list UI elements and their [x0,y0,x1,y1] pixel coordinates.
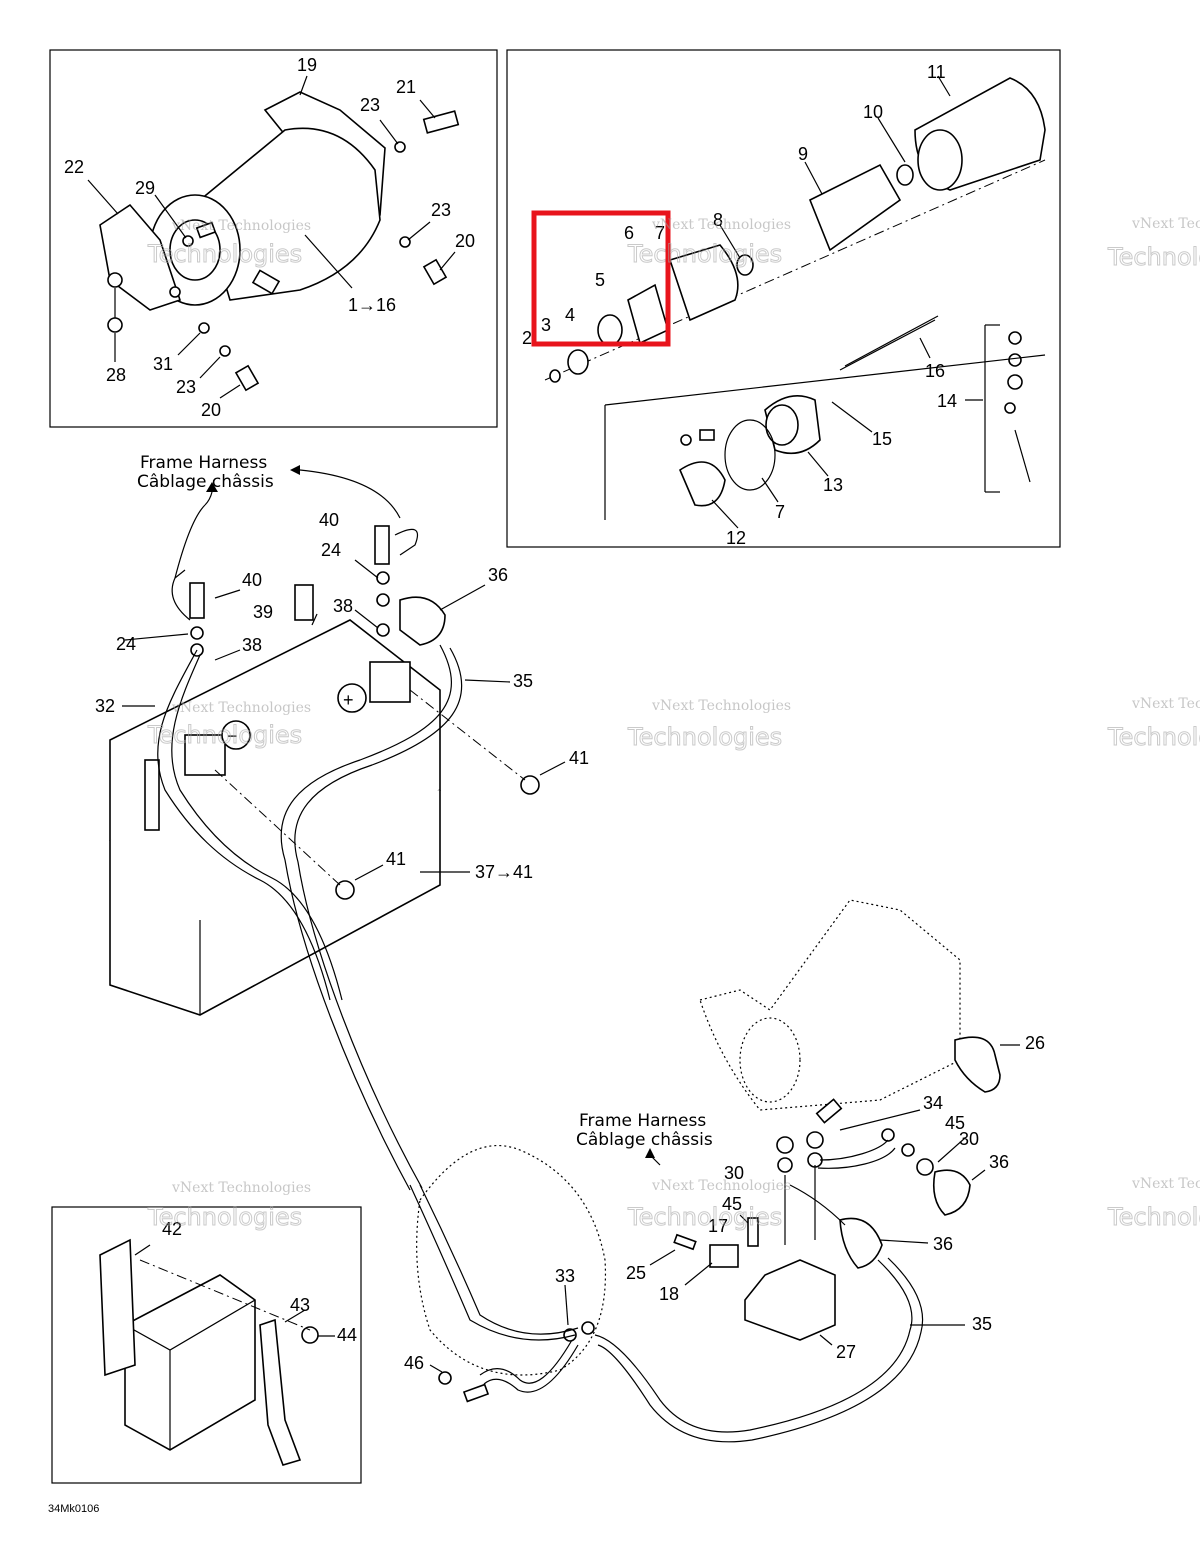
callout-46: 46 [404,1353,424,1373]
negative-terminal-symbol: − [227,726,238,746]
callout-labels: 19 21 23 22 29 23 20 1→16 31 28 23 20 11… [64,55,1045,1373]
callout-2: 2 [522,328,532,348]
callout-6: 6 [624,223,634,243]
watermark-text: vNext Technologies [171,1180,311,1196]
positive-terminal-symbol: + [343,690,354,710]
callout-31: 31 [153,354,173,374]
watermark-outline: Technologies [1107,1203,1200,1231]
callout-21: 21 [396,77,416,97]
callout-34: 34 [923,1093,943,1113]
drawing-code: 34Mk0106 [48,1503,99,1515]
starter-exploded-inset-frame [506,49,1061,548]
battery-drawing: + − [109,504,566,1191]
watermark-text: vNext Technologies [1131,216,1200,232]
cablage-chassis-label-bottom: Câblage châssis [576,1130,713,1150]
callout-7-b: 7 [775,502,785,522]
frame-harness-arrows [204,465,661,1166]
watermark-outline: Technologies [627,240,782,268]
callout-14: 14 [937,391,957,411]
callout-36-b: 36 [989,1152,1009,1172]
watermark-text: vNext Technologies [651,1178,791,1194]
starter-solenoid-drawing [409,899,1020,1443]
watermarks: vNext Technologies Technologies vNext Te… [147,216,1200,1232]
callout-36-c: 36 [933,1234,953,1254]
callout-4: 4 [565,305,575,325]
callout-12: 12 [726,528,746,548]
callout-10: 10 [863,102,883,122]
callout-37-41: 37→41 [475,862,533,882]
callout-25: 25 [626,1263,646,1283]
cablage-chassis-label-top: Câblage châssis [137,472,274,492]
watermark-text: vNext Technologies [1131,1176,1200,1192]
callout-17: 17 [708,1216,728,1236]
callout-24-a: 24 [321,540,341,560]
callout-45-a: 45 [945,1113,965,1133]
callout-3: 3 [541,315,551,335]
callout-44: 44 [337,1325,357,1345]
watermark-outline: Technologies [627,1203,782,1231]
callout-18: 18 [659,1284,679,1304]
watermark-outline: Technologies [147,240,302,268]
callout-38-a: 38 [333,596,353,616]
watermark-outline: Technologies [627,723,782,751]
callout-23-c: 23 [176,377,196,397]
callout-32: 32 [95,696,115,716]
callout-15: 15 [872,429,892,449]
callout-20-a: 20 [455,231,475,251]
watermark-text: vNext Technologies [651,217,791,233]
watermark-text: vNext Technologies [171,218,311,234]
watermark-text: vNext Technologies [651,698,791,714]
frame-harness-label-top: Frame Harness [140,453,267,473]
callout-13: 13 [823,475,843,495]
callout-26: 26 [1025,1033,1045,1053]
watermark-text: vNext Technologies [1131,696,1200,712]
watermark-text: vNext Technologies [171,700,311,716]
callout-35-a: 35 [513,671,533,691]
watermark-outline: Technologies [1107,243,1200,271]
callout-22: 22 [64,157,84,177]
callout-16: 16 [925,361,945,381]
frame-harness-label-bottom: Frame Harness [579,1111,706,1131]
callout-11: 11 [927,62,946,82]
callout-35-b: 35 [972,1314,992,1334]
callout-20-b: 20 [201,400,221,420]
callout-30-a: 30 [959,1129,979,1149]
starter-mount-drawing [87,75,460,399]
callout-41-b: 41 [386,849,406,869]
callout-45-b: 45 [722,1194,742,1214]
highlight-box [531,210,671,347]
callout-38-b: 38 [242,635,262,655]
callout-23-a: 23 [360,95,380,115]
callout-9: 9 [798,144,808,164]
callout-39: 39 [253,602,273,622]
watermark-outline: Technologies [147,1203,302,1231]
callout-40-a: 40 [319,510,339,530]
callout-33: 33 [555,1266,575,1286]
callout-40-b: 40 [242,570,262,590]
callout-28: 28 [106,365,126,385]
callout-5: 5 [595,270,605,290]
callout-36-a: 36 [488,565,508,585]
callout-1-16: 1→16 [348,295,396,315]
callout-23-b: 23 [431,200,451,220]
watermark-outline: Technologies [147,721,302,749]
battery-bracket-drawing [99,1238,335,1466]
battery-bracket-inset-frame [51,1206,362,1484]
starter-exploded-drawing [544,75,1046,529]
callout-24-b: 24 [116,634,136,654]
watermark-outline: Technologies [1107,723,1200,751]
callout-7-a: 7 [655,223,665,243]
callout-30-b: 30 [724,1163,744,1183]
callout-8: 8 [713,210,723,230]
callout-27: 27 [836,1342,856,1362]
callout-29: 29 [135,178,155,198]
starter-mount-inset-frame [49,49,498,428]
callout-41-a: 41 [569,748,589,768]
callout-43: 43 [290,1295,310,1315]
callout-19: 19 [297,55,317,75]
callout-42: 42 [162,1219,182,1239]
